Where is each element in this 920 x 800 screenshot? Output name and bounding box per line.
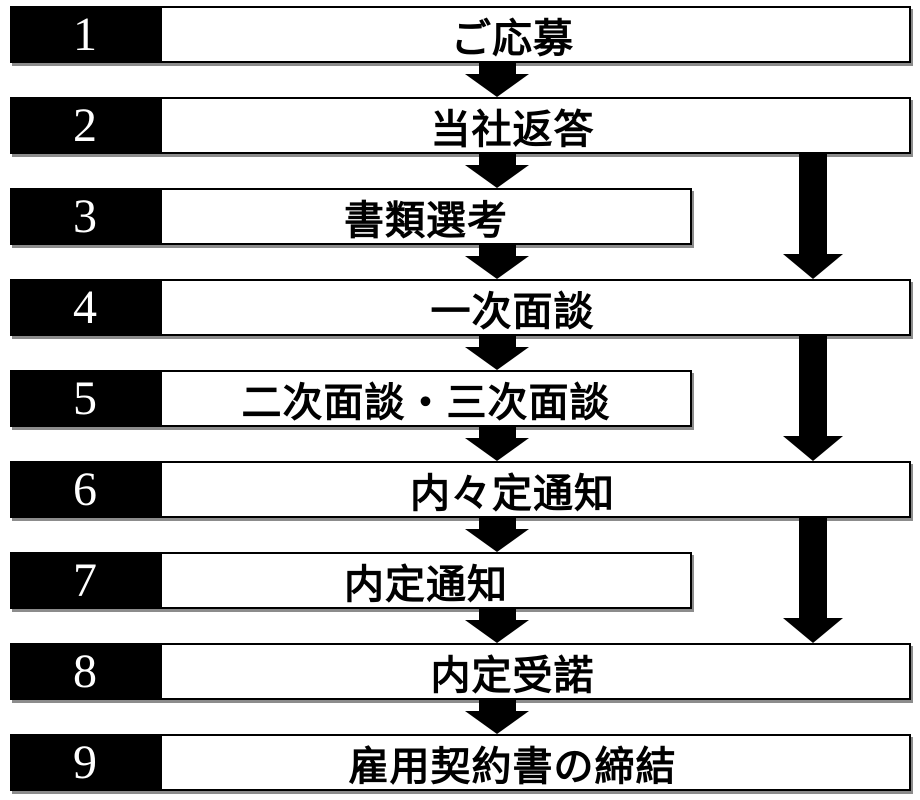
step-number: 8 <box>73 645 97 698</box>
step-row-7: 7 内定通知 <box>0 552 920 609</box>
step-number: 4 <box>73 281 97 334</box>
step-row-5: 5 二次面談・三次面談 <box>0 370 920 427</box>
step-label: 二次面談・三次面談 <box>241 379 611 425</box>
step-row-2: 2 当社返答 <box>0 97 920 154</box>
down-arrow-icon <box>465 154 529 188</box>
step-label: 当社返答 <box>430 106 595 152</box>
skip-arrow-icon <box>783 336 843 461</box>
step-label-box: 内定通知 <box>160 552 692 609</box>
step-label-box: 二次面談・三次面談 <box>160 370 692 427</box>
step-number: 5 <box>73 372 97 425</box>
step-row-3: 3 書類選考 <box>0 188 920 245</box>
step-label: 書類選考 <box>344 197 508 243</box>
step-number-box: 5 <box>10 370 160 427</box>
step-number-box: 9 <box>10 734 160 791</box>
step-label-box: 当社返答 <box>160 97 911 154</box>
step-label-box: 内々定通知 <box>160 461 911 518</box>
step-label: 雇用契約書の締結 <box>348 743 677 789</box>
step-row-9: 9 雇用契約書の締結 <box>0 734 920 791</box>
step-number-box: 6 <box>10 461 160 518</box>
step-number-box: 4 <box>10 279 160 336</box>
step-number-box: 1 <box>10 6 160 63</box>
step-label: ご応募 <box>451 15 574 61</box>
step-label: 内々定通知 <box>410 470 615 516</box>
step-number: 7 <box>73 554 97 607</box>
skip-arrow-icon <box>783 154 843 279</box>
step-row-4: 4 一次面談 <box>0 279 920 336</box>
step-number-box: 2 <box>10 97 160 154</box>
step-number-box: 7 <box>10 552 160 609</box>
down-arrow-icon <box>465 336 529 370</box>
step-label: 一次面談 <box>430 288 595 334</box>
step-row-6: 6 内々定通知 <box>0 461 920 518</box>
step-label-box: 一次面談 <box>160 279 911 336</box>
step-label-box: ご応募 <box>160 6 911 63</box>
step-number: 3 <box>73 190 97 243</box>
down-arrow-icon <box>465 700 529 734</box>
step-row-8: 8 内定受諾 <box>0 643 920 700</box>
down-arrow-icon <box>465 427 529 461</box>
step-number-box: 3 <box>10 188 160 245</box>
step-number-box: 8 <box>10 643 160 700</box>
step-row-1: 1 ご応募 <box>0 6 920 63</box>
down-arrow-icon <box>465 63 529 97</box>
step-label-box: 書類選考 <box>160 188 692 245</box>
down-arrow-icon <box>465 518 529 552</box>
down-arrow-icon <box>465 609 529 643</box>
step-number: 6 <box>73 463 97 516</box>
skip-arrow-icon <box>783 518 843 643</box>
step-label-box: 内定受諾 <box>160 643 911 700</box>
down-arrow-icon <box>465 245 529 279</box>
step-number: 1 <box>73 8 97 61</box>
step-label-box: 雇用契約書の締結 <box>160 734 911 791</box>
step-number: 9 <box>73 736 97 789</box>
step-number: 2 <box>73 99 97 152</box>
step-label: 内定受諾 <box>430 652 595 698</box>
step-label: 内定通知 <box>344 561 508 607</box>
